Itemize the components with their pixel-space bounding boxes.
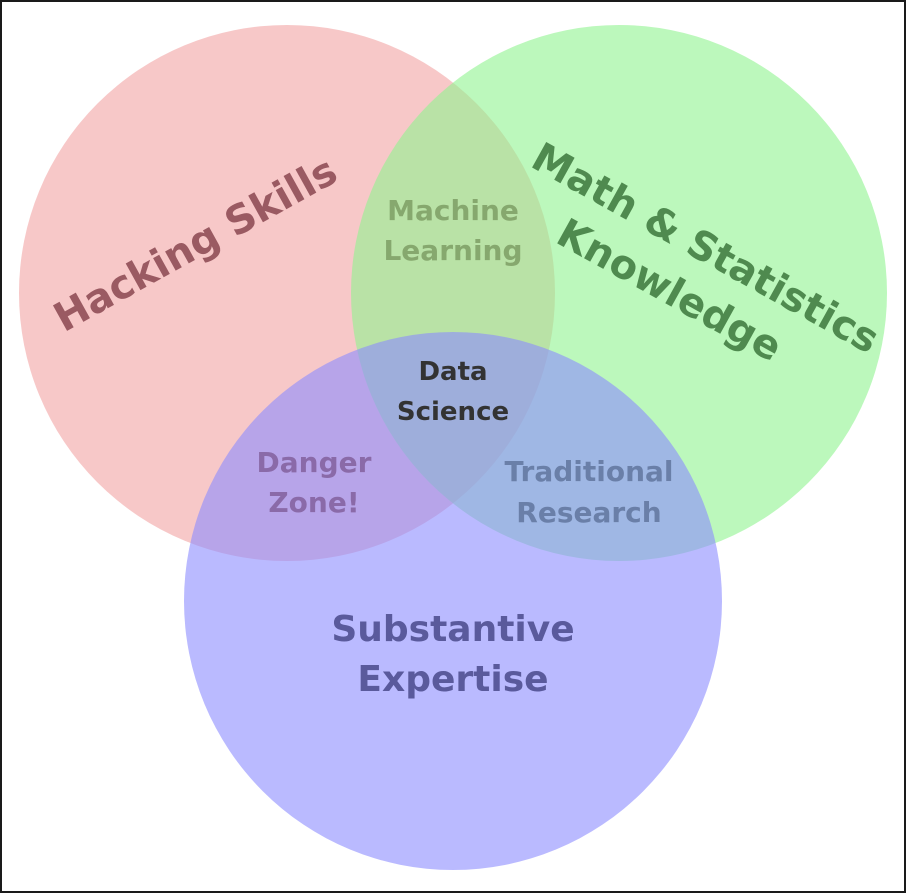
machine-learning-label-line2: Learning (383, 234, 522, 267)
danger-zone-label-line2: Zone! (268, 486, 359, 519)
substantive-expertise-label-line2: Expertise (357, 659, 548, 700)
traditional-research-label-line2: Research (516, 496, 661, 529)
danger-zone-label-line1: Danger (257, 446, 372, 479)
data-science-label-line1: Data (418, 357, 487, 387)
data-science-label-line2: Science (397, 397, 509, 427)
substantive-expertise-label-line1: Substantive (331, 609, 574, 650)
machine-learning-label-line1: Machine (387, 194, 519, 227)
traditional-research-label-line1: Traditional (504, 455, 673, 488)
substantive-expertise-circle (184, 332, 722, 870)
